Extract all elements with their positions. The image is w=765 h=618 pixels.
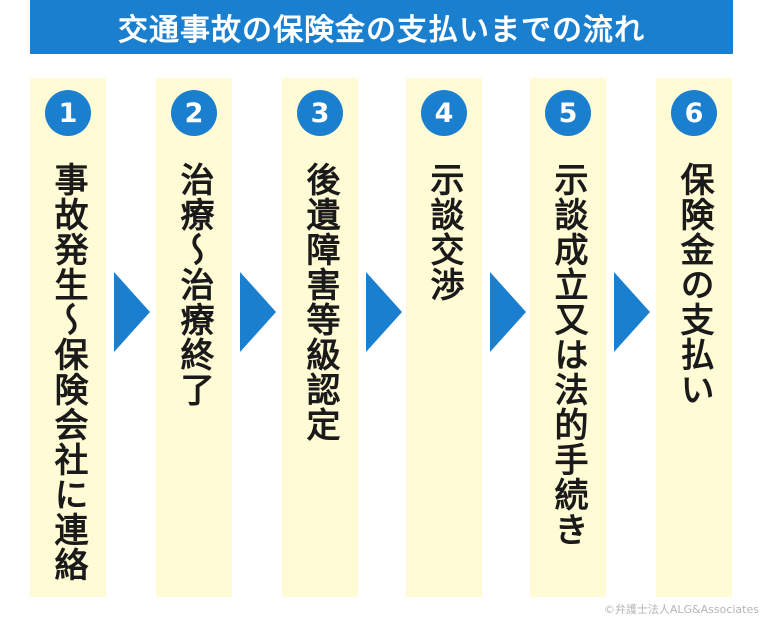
step-number-badge: 1 [45,90,91,136]
step-card-5: 5 示談成立又は法的手続き [530,78,606,597]
step-card-4: 4 示談交渉 [406,78,482,597]
step-number-badge: 2 [171,90,217,136]
step-number-badge: 5 [545,90,591,136]
step-card-1: 1 事故発生〜保険会社に連絡 [30,78,106,597]
step-label: 事故発生〜保険会社に連絡 [48,162,88,582]
step-card-3: 3 後遺障害等級認定 [282,78,358,597]
arrow-right-icon [614,272,650,352]
title-bar: 交通事故の保険金の支払いまでの流れ [30,0,733,54]
step-card-2: 2 治療〜治療終了 [156,78,232,597]
arrow-right-icon [366,272,402,352]
step-number-badge: 4 [421,90,467,136]
page-title: 交通事故の保険金の支払いまでの流れ [118,13,645,48]
step-number-badge: 6 [671,90,717,136]
step-label: 示談交渉 [424,162,464,302]
arrow-right-icon [240,272,276,352]
step-number-badge: 3 [297,90,343,136]
step-label: 治療〜治療終了 [174,162,214,407]
step-label: 後遺障害等級認定 [300,162,340,442]
copyright-credit: ©弁護士法人ALG&Associates [603,603,759,616]
arrow-right-icon [490,272,526,352]
step-card-6: 6 保険金の支払い [656,78,732,597]
step-label: 保険金の支払い [674,162,714,407]
step-label: 示談成立又は法的手続き [548,162,588,547]
arrow-right-icon [114,272,150,352]
